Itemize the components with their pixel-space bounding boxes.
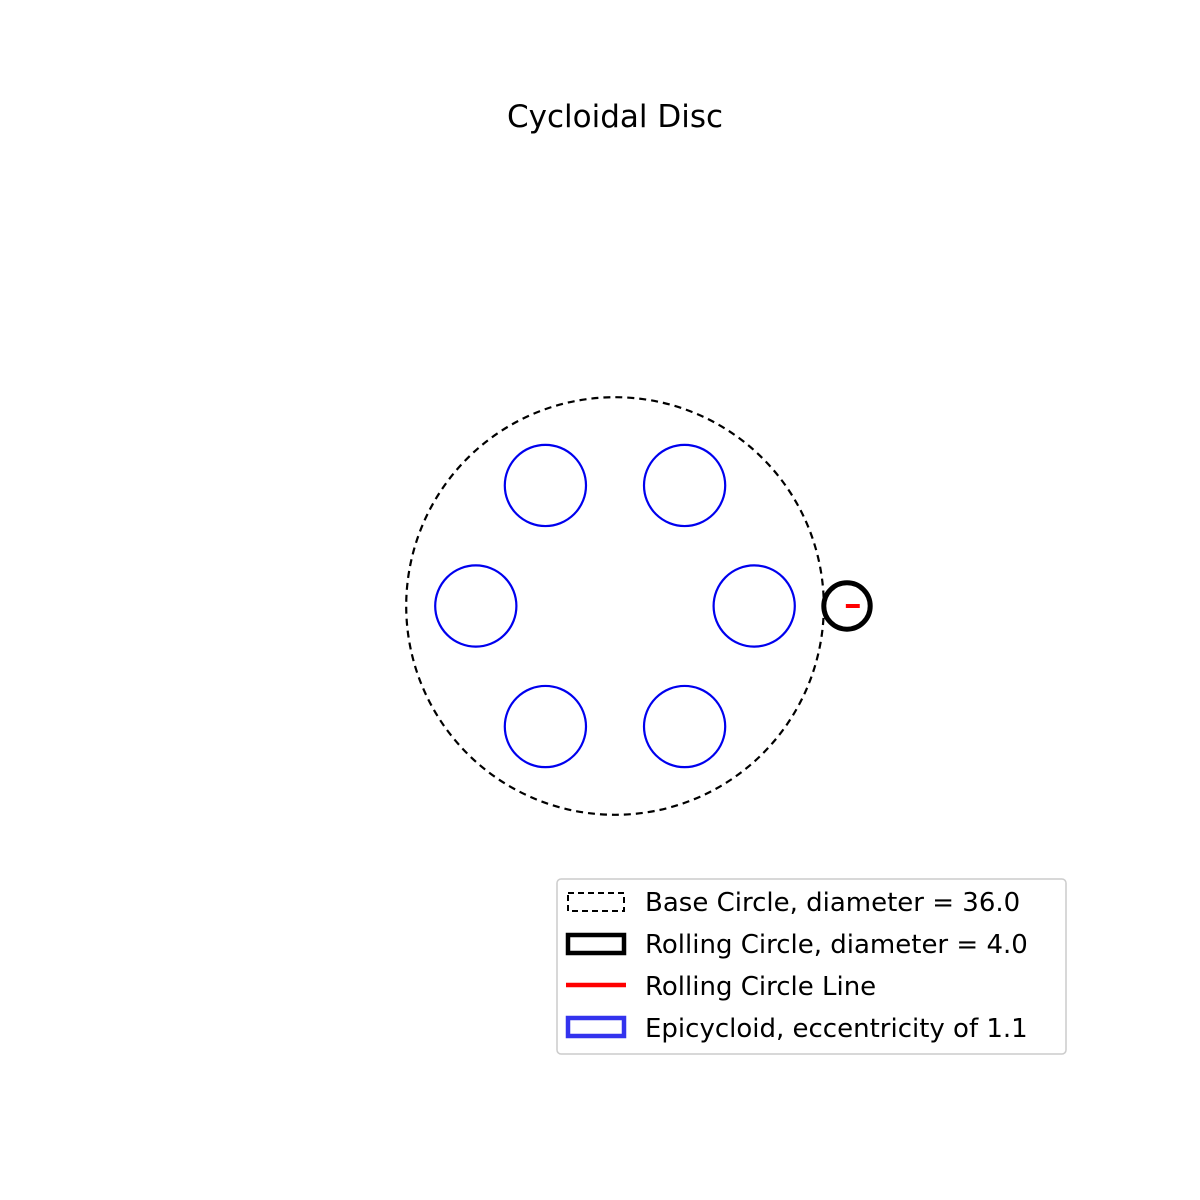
epicycloid-hole [642, 684, 727, 769]
epicycloid-hole [503, 684, 588, 769]
legend-swatch-epicycloid [565, 1015, 627, 1039]
legend-label-base-circle: Base Circle, diameter = 36.0 [645, 888, 1020, 918]
legend-label-rolling-circle: Rolling Circle, diameter = 4.0 [645, 930, 1028, 960]
legend-label-rolling-circle-line: Rolling Circle Line [645, 972, 876, 1002]
epicycloid-hole [503, 443, 588, 528]
epicycloid-hole [712, 564, 796, 648]
legend-label-epicycloid: Epicycloid, eccentricity of 1.1 [645, 1014, 1028, 1044]
epicycloid-holes [434, 443, 796, 769]
legend-swatch-base-circle [567, 892, 625, 912]
legend: Base Circle, diameter = 36.0 Rolling Cir… [556, 878, 1067, 1055]
figure-title: Cycloidal Disc [507, 99, 723, 135]
epicycloid-hole [642, 443, 727, 528]
legend-frame [556, 878, 1067, 1055]
disc-drawing [405, 396, 873, 816]
base-circle [405, 396, 825, 816]
epicycloid-hole [434, 564, 518, 648]
rolling-circle [821, 580, 873, 632]
legend-swatch-rolling-circle [565, 932, 627, 956]
